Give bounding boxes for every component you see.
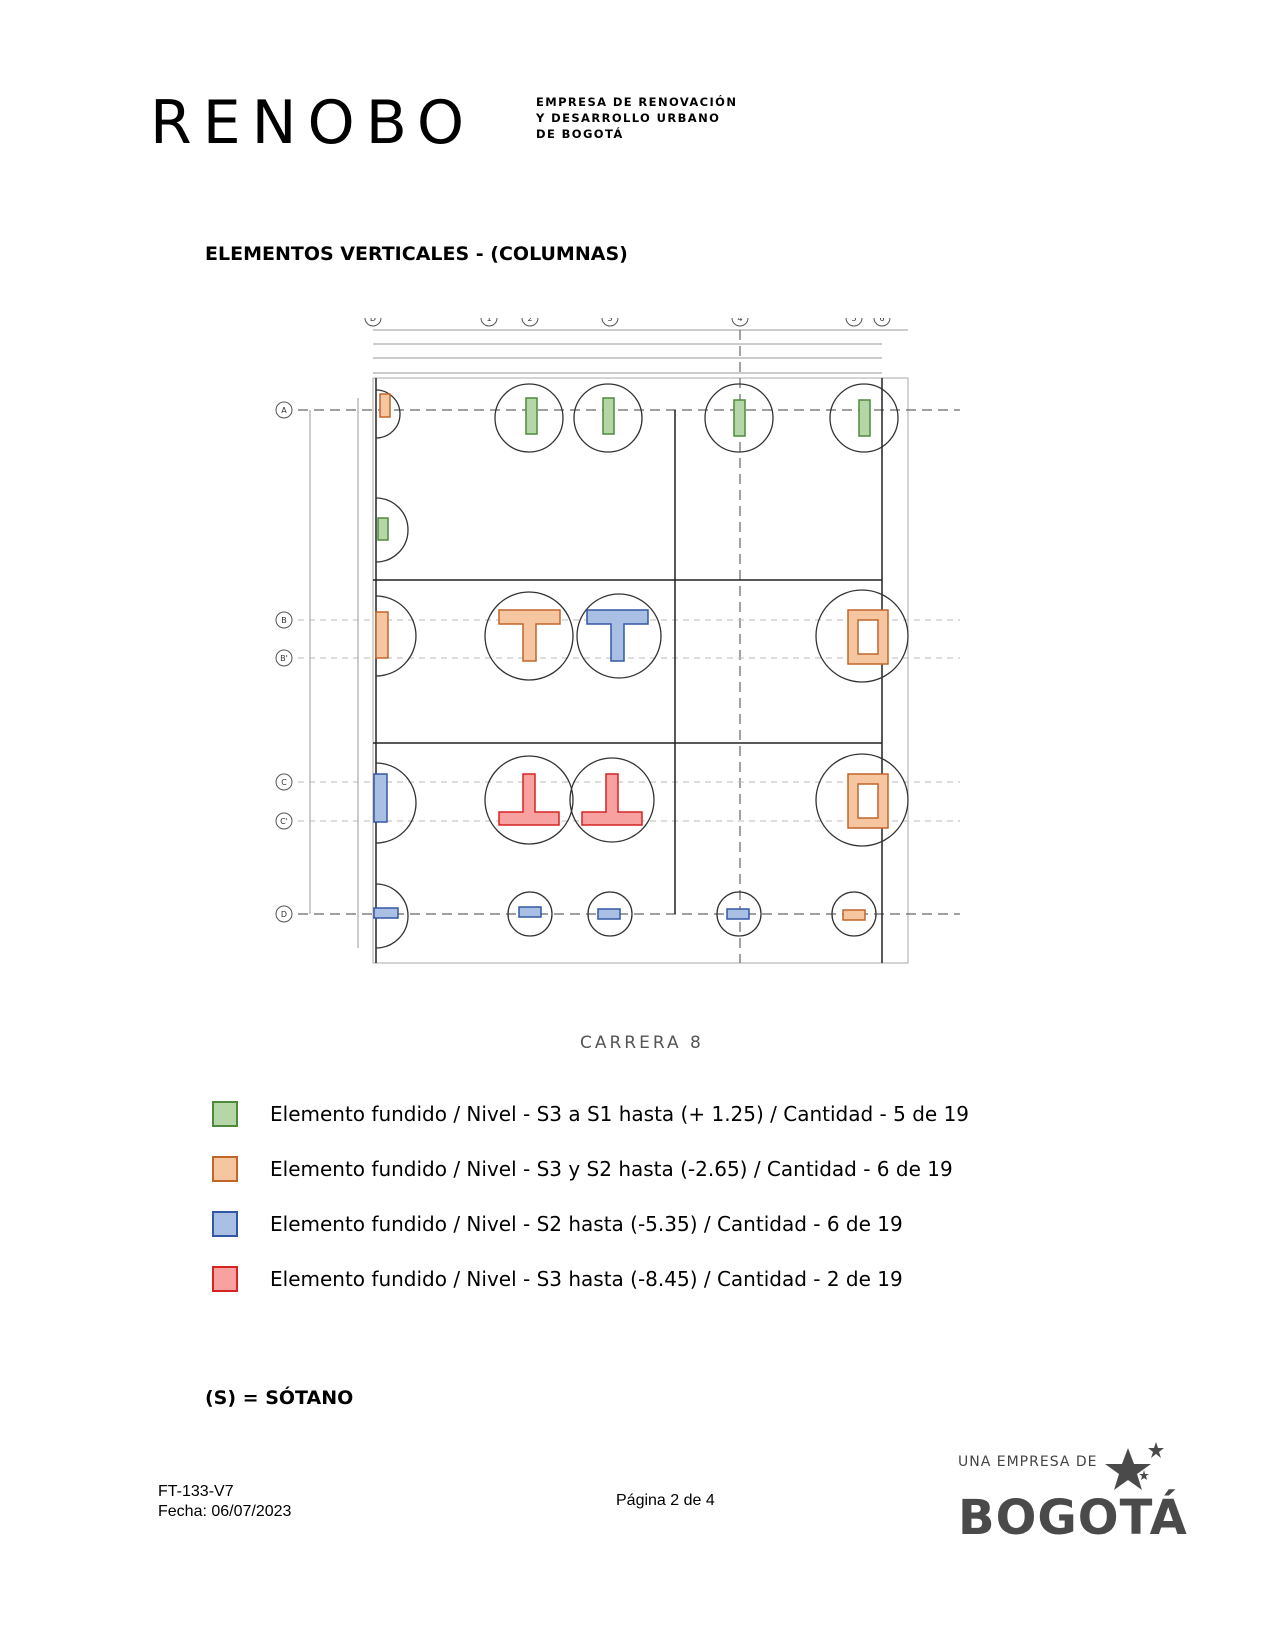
- legend-text: Elemento fundido / Nivel - S3 y S2 hasta…: [270, 1157, 953, 1181]
- page-number: Página 2 de 4: [616, 1492, 715, 1509]
- legend-item-red: Elemento fundido / Nivel - S3 hasta (-8.…: [212, 1266, 932, 1296]
- legend-swatch: [212, 1266, 238, 1292]
- form-date: Fecha: 06/07/2023: [158, 1503, 292, 1520]
- bogota-logo: UNA EMPRESA DE BOGOTÁ: [958, 1440, 1187, 1560]
- legend-text: Elemento fundido / Nivel - S3 a S1 hasta…: [270, 1102, 970, 1126]
- legend-item-green: Elemento fundido / Nivel - S3 a S1 hasta…: [212, 1101, 969, 1131]
- bogota-logo-pretitle: UNA EMPRESA DE: [958, 1454, 1098, 1470]
- axis-label: 1: [486, 318, 491, 323]
- section-title: ELEMENTOS VERTICALES - (COLUMNAS): [205, 243, 628, 265]
- axis-label: B: [281, 616, 287, 625]
- bogota-logo-wordmark: BOGOTÁ: [958, 1490, 1188, 1546]
- logo-subtitle-line: EMPRESA DE RENOVACIÓN: [536, 95, 738, 109]
- axis-label: D: [281, 910, 287, 919]
- street-label: CARRERA 8: [580, 1033, 704, 1053]
- logo-subtitle-line: Y DESARROLLO URBANO: [536, 111, 721, 125]
- axis-label: 3: [607, 318, 612, 323]
- axis-label: 5: [851, 318, 856, 323]
- logo-subtitle: EMPRESA DE RENOVACIÓN Y DESARROLLO URBAN…: [536, 94, 737, 142]
- axis-label: C: [281, 778, 287, 787]
- legend-text: Elemento fundido / Nivel - S2 hasta (-5.…: [270, 1212, 903, 1236]
- legend-item-blue: Elemento fundido / Nivel - S2 hasta (-5.…: [212, 1211, 932, 1241]
- legend-swatch: [212, 1211, 238, 1237]
- star-icon: [1105, 1442, 1164, 1490]
- axis-label: A: [281, 406, 287, 415]
- legend-swatch: [212, 1101, 238, 1127]
- axis-label: 2: [527, 318, 532, 323]
- axis-label: D: [370, 318, 376, 323]
- logo-wordmark: RENOBO: [150, 88, 476, 158]
- basement-note: (S) = SÓTANO: [205, 1387, 354, 1409]
- axis-label: 4: [737, 318, 742, 323]
- column-floor-plan: D 1 2 3 4 5 6 A B B' C C' D: [275, 318, 960, 964]
- legend-item-orange: Elemento fundido / Nivel - S3 y S2 hasta…: [212, 1156, 953, 1186]
- form-code: FT-133-V7: [158, 1483, 234, 1500]
- legend-swatch: [212, 1156, 238, 1182]
- legend-text: Elemento fundido / Nivel - S3 hasta (-8.…: [270, 1267, 903, 1291]
- axis-label: C': [280, 817, 288, 826]
- renobo-logo: RENOBO EMPRESA DE RENOVACIÓN Y DESARROLL…: [150, 88, 750, 158]
- axis-label: 6: [879, 318, 884, 323]
- logo-subtitle-line: DE BOGOTÁ: [536, 127, 624, 141]
- axis-label: B': [280, 654, 288, 663]
